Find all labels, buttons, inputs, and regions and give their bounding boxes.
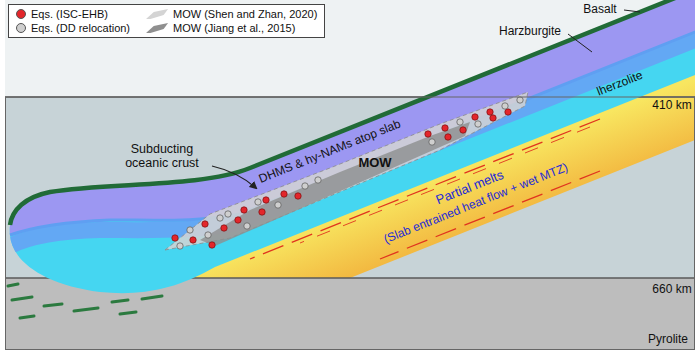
mantle-label: Pyrolite [648,333,688,347]
layer-label: Harzburgite [499,25,561,39]
legend-item: MOW (Jiang et al., 2015) [146,22,317,34]
legend-region-swatch [146,9,168,19]
legend-item: Eqs. (DD relocation) [16,22,130,34]
legend-region-swatch [146,23,168,33]
legend-text: MOW (Shen and Zhan, 2020) [173,8,317,20]
legend-text: Eqs. (ISC-EHB) [31,8,108,20]
legend-dot [16,9,26,19]
legend-box: Eqs. (ISC-EHB) MOW (Shen and Zhan, 2020) E… [8,4,325,38]
legend-item: MOW (Shen and Zhan, 2020) [146,8,317,20]
layer-label: Basalt [583,3,616,17]
depth-label: 410 km [652,99,691,113]
callout-label: Subducting oceanic crust [112,142,212,171]
legend-dot [16,23,26,33]
legend-text: MOW (Jiang et al., 2015) [173,22,295,34]
legend-item: Eqs. (ISC-EHB) [16,8,130,20]
depth-label: 660 km [652,283,691,297]
legend-text: Eqs. (DD relocation) [31,22,130,34]
region-label: MOW [358,156,391,171]
